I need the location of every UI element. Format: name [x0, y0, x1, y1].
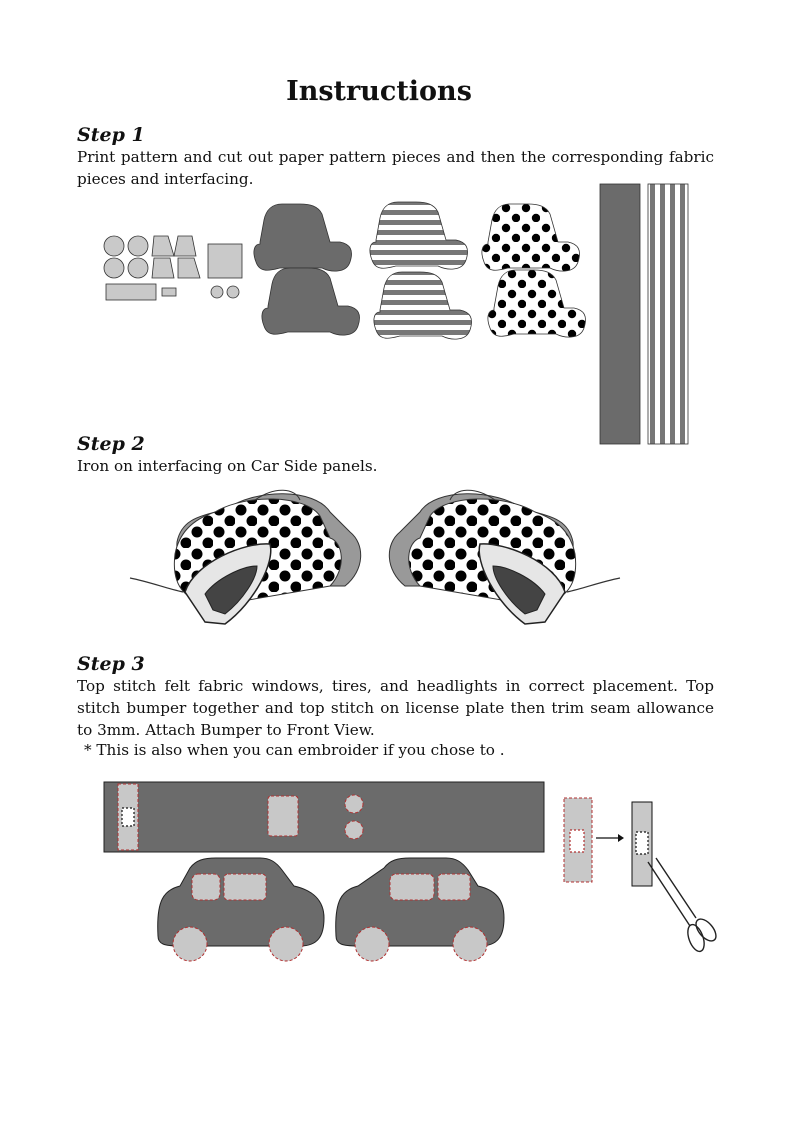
- step-1-pattern-pieces-illustration: [103, 183, 689, 445]
- step-3-topstitch-illustration: [103, 781, 717, 962]
- step-2-text: Iron on interfacing on Car Side panels.: [77, 457, 378, 475]
- step-3-text: Top stitch felt fabric windows, tires, a…: [77, 677, 714, 739]
- step-2-ironing-illustration: [129, 489, 621, 625]
- step-2-heading: Step 2: [77, 433, 145, 455]
- car-side-right-topstitched: [335, 857, 505, 962]
- front-panel-strip: [103, 781, 545, 853]
- step-3-heading: Step 3: [77, 653, 145, 675]
- step-1-text: Print pattern and cut out paper pattern …: [77, 148, 714, 188]
- car-side-left-topstitched: [157, 857, 325, 962]
- step-3-note: * This is also when you can embroider if…: [84, 741, 505, 759]
- left-car-ironing: [129, 489, 362, 625]
- striped-strip-piece: [647, 183, 689, 445]
- gray-strip-piece: [599, 183, 641, 445]
- scissors-icon: [647, 857, 717, 953]
- right-car-ironing: [388, 489, 621, 625]
- bumper-license-plate-trim: [563, 797, 653, 887]
- car-side-striped-pieces: [369, 201, 473, 340]
- small-pattern-pieces: [103, 235, 243, 301]
- page-title: Instructions: [286, 76, 472, 107]
- car-side-gray-pieces: [253, 203, 361, 336]
- step-1-heading: Step 1: [77, 124, 145, 146]
- car-side-dotted-pieces: [481, 203, 587, 338]
